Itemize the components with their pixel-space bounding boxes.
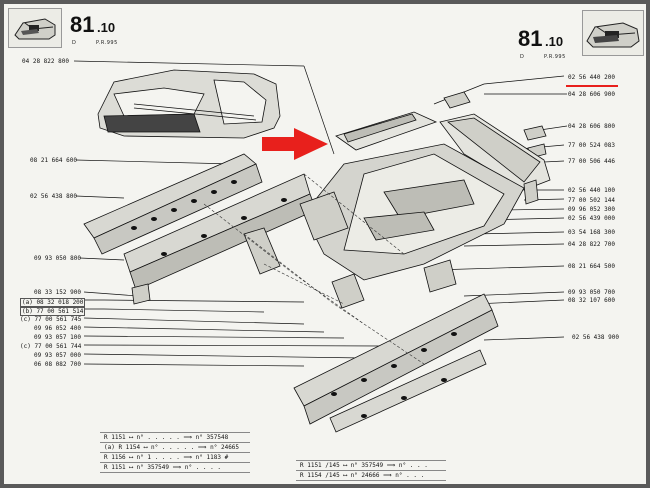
car-thumbnail-right-icon [586,22,640,48]
page-sub-d-right: D [520,54,525,60]
part-label-right: 09 96 052 300 [568,206,615,213]
car-thumbnail-left-icon [14,18,56,40]
page-sub-d-left: D [72,40,77,46]
part-label-right: 04 28 606 900 [568,91,615,98]
part-label-left: 08 21 664 600 [30,157,77,164]
serial-range-table-right: R 1151 /145 ⟷ n° 357549 ⟹ n° . . . R 115… [296,460,446,481]
serial-range-row: (a) R 1154 ⟷ n° . . . . . ⟹ n° 24665 [100,443,250,453]
part-label-left: 09 96 052 400 [34,325,81,332]
page-number-right: 81 [518,26,543,51]
part-label-right: 02 56 439 000 [568,215,615,222]
part-label-left: (c) 77 00 561 744 [20,343,82,350]
page-sub-pr-left: P.R.995 [96,40,118,46]
part-label-left: (b) 77 00 561 514 [20,307,86,316]
part-label-right: 08 21 664 500 [568,263,615,270]
page-number-left: 81 [70,12,95,37]
serial-range-table-left: R 1151 ⟷ n° . . . . . ⟹ n° 357548 (a) R … [100,432,250,473]
part-label-left: (a) 08 32 018 200 [20,298,86,307]
part-label-right: 77 00 502 144 [568,197,615,204]
parts-catalog-page: 81 .10 D P.R.995 81 .10 D P.R.995 [4,4,646,484]
part-label-right: 08 32 107 600 [568,297,615,304]
part-label-right: 03 54 168 300 [568,229,615,236]
part-label-left: (c) 77 00 561 745 [20,316,82,323]
serial-range-row: R 1151 ⟷ n° 357549 ⟹ n° . . . . [100,463,250,473]
page-suffix-right: .10 [545,34,564,49]
part-label-right: 77 00 524 083 [568,142,615,149]
car-thumbnail-left [8,8,62,48]
part-label-right: 02 56 438 900 [572,334,619,341]
serial-range-row: R 1156 ⟷ n° 1 . . . . ⟹ n° 1183 # [100,453,250,463]
part-label-left: 02 56 438 800 [30,193,77,200]
part-label-left: 06 08 082 700 [34,361,81,368]
part-label-right: 04 28 822 700 [568,241,615,248]
part-label-right: 77 00 506 446 [568,158,615,165]
part-label-right: 04 28 606 800 [568,123,615,130]
car-thumbnail-right [582,10,644,56]
part-label-right: 02 56 440 100 [568,187,615,194]
serial-range-row: R 1154 /145 ⟷ n° 24666 ⟹ n° . . . [296,471,446,481]
part-label-left: 09 93 057 000 [34,352,81,359]
page-suffix-left: .10 [97,20,116,35]
exploded-body-diagram [73,60,618,433]
part-label-left: 04 28 822 800 [22,58,69,65]
part-label-right: 09 93 050 700 [568,289,615,296]
part-label-left: 08 33 152 900 [34,289,81,296]
serial-range-row: R 1151 /145 ⟷ n° 357549 ⟹ n° . . . [296,461,446,471]
highlight-underline [566,85,618,87]
page-sub-pr-right: P.R.995 [544,54,566,60]
part-label-left: 09 93 057 100 [34,334,81,341]
part-label-right: 02 56 440 200 [568,74,615,81]
part-label-left: 09 93 050 800 [34,255,81,262]
serial-range-row: R 1151 ⟷ n° . . . . . ⟹ n° 357548 [100,433,250,443]
highlight-arrow-icon [262,128,328,160]
